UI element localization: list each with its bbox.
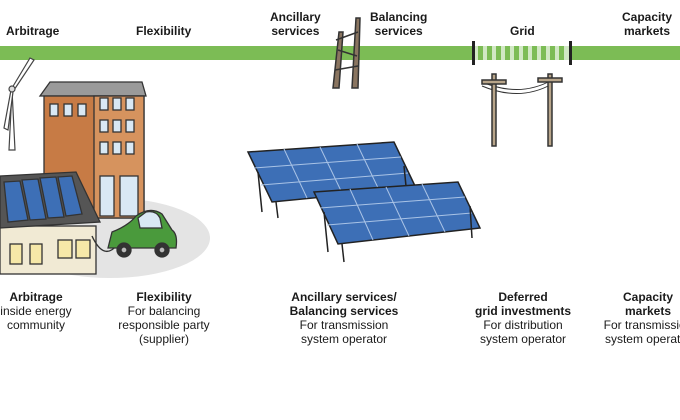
top-label-capacity-markets: Capacity markets [622, 10, 673, 38]
top-label-grid: Grid [510, 24, 535, 38]
top-label-ancillary-services: Ancillary services [270, 10, 321, 38]
top-label-balancing-services: Balancing services [370, 10, 428, 38]
block-flexibility: Flexibility For balancing responsible pa… [112, 290, 216, 346]
block-ancillary-balancing-title: Ancillary services/ Balancing services [289, 290, 399, 318]
block-capacity-markets-desc: For transmission system operator [603, 318, 680, 346]
block-deferred-grid: Deferred grid investments For distributi… [470, 290, 576, 346]
grid-segment-dashes [472, 41, 572, 65]
block-capacity-markets: Capacity markets For transmission system… [600, 290, 680, 346]
wind-turbine-icon [3, 57, 35, 151]
block-arbitrage-desc: inside energy community [0, 304, 72, 332]
block-deferred-grid-title: Deferred grid investments [474, 290, 572, 318]
block-arbitrage: Arbitrage inside energy community [0, 290, 72, 332]
block-arbitrage-title: Arbitrage [9, 290, 63, 304]
block-ancillary-balancing-desc: For transmission system operator [299, 318, 389, 346]
block-flexibility-desc: For balancing responsible party (supplie… [118, 304, 210, 346]
pylon-icon [332, 17, 361, 89]
electric-car-icon [107, 209, 178, 258]
top-label-arbitrage: Arbitrage [6, 24, 60, 38]
block-flexibility-title: Flexibility [136, 290, 192, 304]
block-ancillary-balancing: Ancillary services/ Balancing services F… [282, 290, 406, 346]
block-capacity-markets-title: Capacity markets [622, 290, 674, 318]
house-with-solar [0, 171, 102, 275]
top-label-flexibility: Flexibility [136, 24, 192, 38]
solar-panel-array-2 [312, 181, 482, 263]
utility-poles-icon [481, 73, 563, 147]
block-deferred-grid-desc: For distribution system operator [479, 318, 567, 346]
